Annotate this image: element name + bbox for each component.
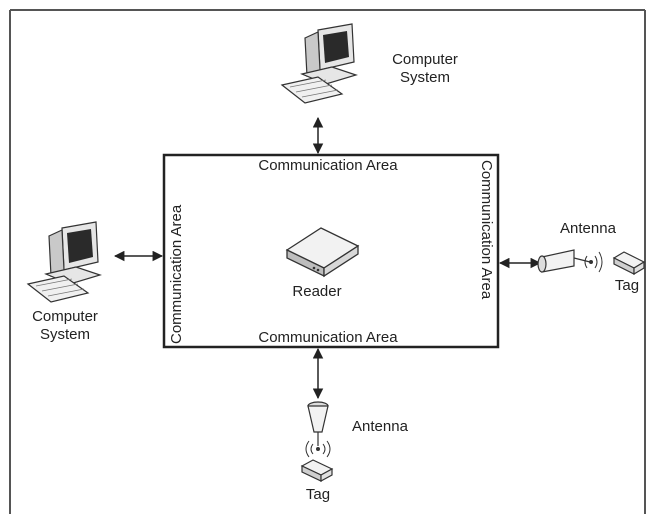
tag-bottom-icon <box>300 459 334 483</box>
reader-icon <box>285 227 360 278</box>
antenna-bottom-icon <box>305 401 331 458</box>
communication-area-bottom-label: Communication Area <box>258 329 398 346</box>
tag-right-icon <box>612 251 646 276</box>
tag-bottom-label: Tag <box>305 486 331 503</box>
computer-left-label: Computer System <box>20 308 110 344</box>
computer-top-icon <box>280 23 358 104</box>
computer-top-label-text: Computer System <box>392 51 458 86</box>
computer-top-label: Computer System <box>375 51 475 87</box>
reader-label: Reader <box>292 283 342 300</box>
tag-right-label: Tag <box>614 277 640 294</box>
antenna-right-label: Antenna <box>560 220 616 237</box>
communication-area-left-label: Communication Area <box>168 204 185 344</box>
antenna-bottom-label: Antenna <box>352 418 408 435</box>
antenna-right-icon <box>537 249 603 273</box>
computer-left-icon <box>26 221 102 303</box>
communication-area-right-label: Communication Area <box>478 160 495 300</box>
communication-area-box <box>162 153 500 349</box>
communication-area-top-label: Communication Area <box>258 157 398 174</box>
computer-left-label-text: Computer System <box>32 308 98 343</box>
